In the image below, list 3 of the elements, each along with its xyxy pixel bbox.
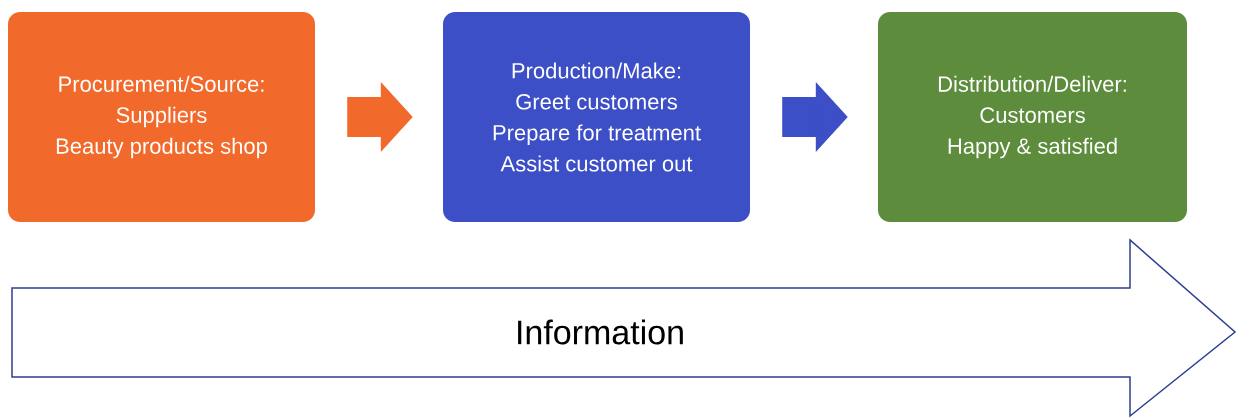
process-box: Production/Make: Greet customers Prepare for treatment Assist customer out bbox=[443, 12, 750, 222]
process-box: Procurement/Source: Suppliers Beauty products shop bbox=[8, 12, 315, 222]
process-box: Distribution/Deliver: Customers Happy & satisfied bbox=[878, 12, 1187, 222]
